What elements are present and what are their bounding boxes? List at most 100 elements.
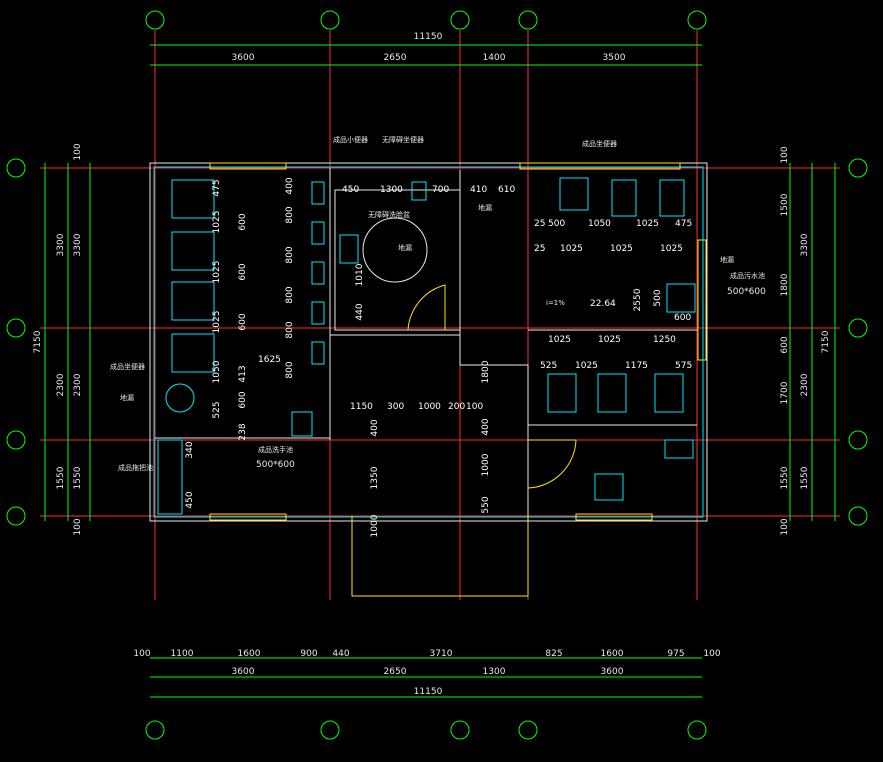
center-v-1000b: 1000 [481,453,491,476]
right-top-475: 475 [675,219,692,229]
right-top-410: 410 [470,185,487,195]
right-bottom-1025c: 1025 [575,361,598,371]
bottom-dim-1: 3600 [232,667,255,677]
mid-top-450: 450 [342,185,359,195]
right-dim-1700: 1700 [780,381,790,404]
right-misc-25a: 25 [534,219,545,229]
top-dim-4: 3500 [603,53,626,63]
top-dim-3: 1400 [483,53,506,63]
partition-600a: 600 [238,213,248,230]
bottom-detail-4: 900 [300,649,317,659]
label-wash-basin: 成品洗手池 [258,445,293,454]
stall-238: 238 [238,423,248,440]
right-bottom-575: 575 [675,361,692,371]
corridor-1150: 1150 [350,402,373,412]
label-floor-drain-top: 地漏 [478,203,492,212]
left-dim-1550: 1550 [56,466,66,489]
bottom-detail-2: 1100 [171,649,194,659]
right-misc-600: 600 [674,313,691,323]
right-dim-100-top: 100 [780,146,790,163]
mid-vertical-1010: 1010 [355,263,365,286]
partition-600b: 600 [238,263,248,280]
partition-413: 413 [238,365,248,382]
label-sewage-pool: 成品污水池 [730,271,765,280]
right-top-1025: 1025 [636,219,659,229]
total-width-top: 11150 [414,32,443,42]
left-inner-1550: 1550 [73,466,83,489]
top-dim-1: 3600 [232,53,255,63]
corridor-100: 100 [466,402,483,412]
mid-vertical-440: 440 [355,303,365,320]
accessible-room [339,181,446,331]
bottom-detail-9: 975 [667,649,684,659]
partition-600c: 600 [238,313,248,330]
urinal-800b: 800 [285,246,295,263]
bottom-detail-5: 440 [332,649,349,659]
stall-1050: 1050 [212,360,222,383]
center-v-1350: 1350 [370,466,380,489]
dimension-lines [44,44,836,698]
corridor-200: 200 [448,402,465,412]
left-inner-2300: 2300 [73,373,83,396]
bottom-dim-3: 1300 [483,667,506,677]
mid-top-700: 700 [432,185,449,195]
urinal-800c: 800 [285,286,295,303]
walls [149,162,708,597]
label-accessible-basin: 无障碍洗脸盆 [368,210,410,219]
left-inner-3300: 3300 [73,233,83,256]
right-main-3300: 3300 [800,233,810,256]
bottom-dim-2: 2650 [384,667,407,677]
label-floor-drain: 地漏 [398,243,412,252]
left-dim-2300: 2300 [56,373,66,396]
left-dim-3300: 3300 [56,233,66,256]
corridor-300: 300 [387,402,404,412]
urinals [311,181,325,365]
right-main-1550: 1550 [800,466,810,489]
mid-top-1300: 1300 [380,185,403,195]
right-dim-100-bottom: 100 [780,518,790,535]
stall-525: 525 [212,401,222,418]
partition-600d: 600 [238,391,248,408]
right-top-610: 610 [498,185,515,195]
left-dim-100-top: 100 [73,143,83,160]
right-bottom-1250: 1250 [653,335,676,345]
annotation-layer: 11150 3600 2650 1400 3500 100 1100 1600 … [33,32,831,697]
right-row2-1: 1025 [560,244,583,254]
top-dim-2: 2650 [384,53,407,63]
label-sewage-pool-size: 500*600 [727,287,766,297]
center-v-550: 550 [481,496,491,513]
label-wash-basin-size: 500*600 [256,460,295,470]
center-v-400b: 400 [481,418,491,435]
urinal-800a: 800 [285,206,295,223]
stall-1025a: 1025 [212,211,222,234]
urinal-800e: 800 [285,361,295,378]
corridor-1625: 1625 [258,355,281,365]
right-dim-1500: 1500 [780,193,790,216]
bottom-detail-8: 1600 [601,649,624,659]
left-stall-toilets [165,179,215,413]
axis-bubbles [6,10,868,740]
bottom-detail-7: 825 [545,649,562,659]
bottom-dim-4: 3600 [601,667,624,677]
corridor-1000: 1000 [418,402,441,412]
label-accessible-toilet: 无障碍坐便器 [382,135,424,144]
bottom-detail-10: 100 [703,649,720,659]
label-area: 22.64 [590,299,616,309]
right-misc-2550: 2550 [633,288,643,311]
label-slope: i=1% [546,299,565,307]
left-total: 7150 [33,330,43,353]
bottom-detail-1: 100 [133,649,150,659]
right-total: 7150 [821,330,831,353]
window-hatches [209,162,707,521]
right-row2-2: 1025 [610,244,633,254]
urinal-800d: 800 [285,321,295,338]
right-stalls [527,177,696,501]
label-urinal: 成品小便器 [333,135,368,144]
label-sit-toilet-left: 成品坐便器 [110,362,145,371]
right-row2-3: 1025 [660,244,683,254]
label-floor-drain-left: 地漏 [120,393,134,402]
stall-1025b: 1025 [212,261,222,284]
right-top-500: 500 [548,219,565,229]
right-dim-600: 600 [780,336,790,353]
